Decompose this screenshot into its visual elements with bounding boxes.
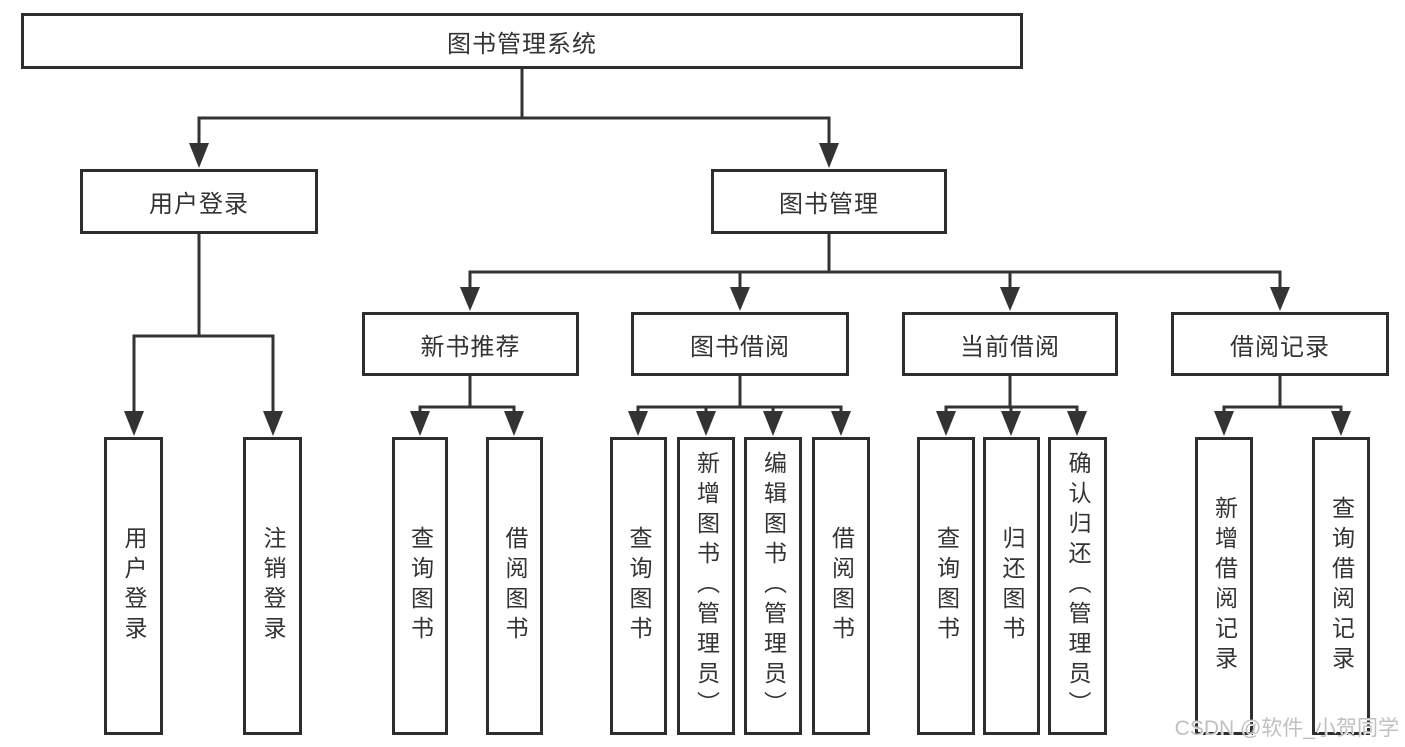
leaf-add-borrow-record-label: 新增借阅记录 xyxy=(1211,496,1238,676)
node-book-management: 图书管理 xyxy=(711,169,947,234)
leaf-add-borrow-record: 新增借阅记录 xyxy=(1195,437,1253,735)
leaf-borrow-books: 借阅图书 xyxy=(812,437,870,735)
node-borrow-records: 借阅记录 xyxy=(1171,312,1389,376)
leaf-logout-login-label: 注销登录 xyxy=(260,526,286,646)
node-new-book-recommend-label: 新书推荐 xyxy=(420,333,521,361)
leaf-query-books-current-label: 查询图书 xyxy=(933,526,960,646)
leaf-return-books-label: 归还图书 xyxy=(999,526,1025,646)
node-user-login-label: 用户登录 xyxy=(149,191,249,218)
leaf-add-books-admin-label: 新增图书（管理员） xyxy=(693,451,720,721)
leaf-borrow-books-label: 借阅图书 xyxy=(828,526,855,646)
leaf-query-books-recommend-label: 查询图书 xyxy=(407,526,434,646)
leaf-user-login-label: 用户登录 xyxy=(121,526,147,646)
leaf-confirm-return-admin: 确认归还（管理员） xyxy=(1048,437,1107,735)
leaf-edit-books-admin: 编辑图书（管理员） xyxy=(744,437,802,735)
node-current-borrow-label: 当前借阅 xyxy=(960,333,1060,361)
leaf-borrow-books-recommend: 借阅图书 xyxy=(486,437,543,735)
leaf-edit-books-admin-label: 编辑图书（管理员） xyxy=(760,451,787,721)
leaf-query-borrow-record: 查询借阅记录 xyxy=(1312,437,1370,735)
node-root: 图书管理系统 xyxy=(21,13,1023,69)
node-root-label: 图书管理系统 xyxy=(447,30,597,58)
node-borrow-records-label: 借阅记录 xyxy=(1230,333,1330,361)
leaf-borrow-books-recommend-label: 借阅图书 xyxy=(502,526,528,646)
leaf-query-books-borrow: 查询图书 xyxy=(610,437,667,735)
csdn-watermark: CSDN @软件_小贺同学 xyxy=(1174,717,1399,740)
leaf-return-books: 归还图书 xyxy=(983,437,1040,735)
leaf-query-books-borrow-label: 查询图书 xyxy=(626,526,652,646)
node-book-management-label: 图书管理 xyxy=(779,191,879,218)
node-user-login: 用户登录 xyxy=(80,169,318,234)
leaf-confirm-return-admin-label: 确认归还（管理员） xyxy=(1065,451,1091,721)
node-book-borrow-label: 图书借阅 xyxy=(690,333,790,361)
leaf-logout-login: 注销登录 xyxy=(243,437,302,735)
leaf-user-login: 用户登录 xyxy=(104,437,163,735)
leaf-add-books-admin: 新增图书（管理员） xyxy=(677,437,735,735)
node-book-borrow: 图书借阅 xyxy=(631,312,849,376)
node-new-book-recommend: 新书推荐 xyxy=(362,312,579,376)
leaf-query-borrow-record-label: 查询借阅记录 xyxy=(1328,496,1355,676)
leaf-query-books-recommend: 查询图书 xyxy=(392,437,448,735)
node-current-borrow: 当前借阅 xyxy=(902,312,1118,376)
leaf-query-books-current: 查询图书 xyxy=(917,437,975,735)
